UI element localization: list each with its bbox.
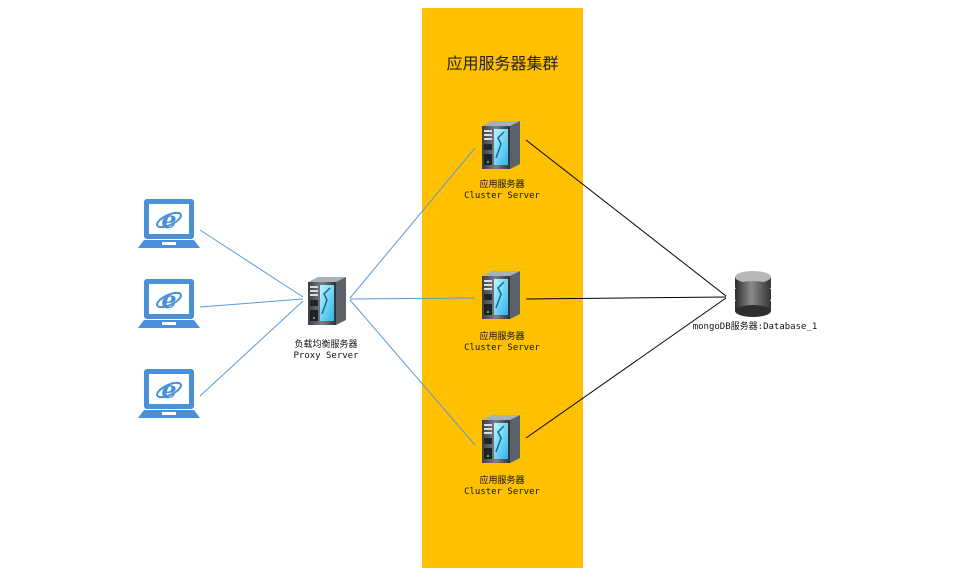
client-laptop-2[interactable] <box>138 276 200 336</box>
cluster-label-en: Cluster Server <box>464 487 540 497</box>
server-tower-icon <box>300 274 352 326</box>
server-tower-icon <box>474 268 526 320</box>
cluster-label-en: Cluster Server <box>464 191 540 201</box>
link-proxy-cluster2 <box>349 297 476 300</box>
ie-laptop-icon <box>138 196 200 256</box>
link-client2-proxy <box>199 298 304 308</box>
cluster-server-label-2: 应用服务器 Cluster Server <box>442 332 562 354</box>
cluster-server-node-3[interactable] <box>474 412 526 468</box>
proxy-server-node[interactable] <box>300 274 352 330</box>
link-proxy-cluster1 <box>349 147 476 299</box>
cluster-label-cn: 应用服务器 <box>479 332 525 342</box>
client-laptop-3[interactable] <box>138 366 200 426</box>
cluster-server-node-1[interactable] <box>474 118 526 174</box>
link-cluster3-db <box>525 297 727 439</box>
cluster-server-node-2[interactable] <box>474 268 526 324</box>
link-client3-proxy <box>199 300 304 397</box>
database-node[interactable] <box>728 266 778 322</box>
link-cluster2-db <box>525 296 727 300</box>
database-cylinder-icon <box>728 266 778 318</box>
cluster-server-label-3: 应用服务器 Cluster Server <box>442 476 562 498</box>
database-label: mongoDB服务器:Database_1 <box>692 322 818 332</box>
ie-laptop-icon <box>138 276 200 336</box>
proxy-label-cn: 负载均衡服务器 <box>294 340 358 350</box>
ie-laptop-icon <box>138 366 200 426</box>
cluster-label-cn: 应用服务器 <box>479 476 525 486</box>
proxy-server-label: 负载均衡服务器 Proxy Server <box>266 340 386 362</box>
cluster-label-cn: 应用服务器 <box>479 180 525 190</box>
link-client1-proxy <box>199 229 304 298</box>
link-cluster1-db <box>525 139 727 297</box>
cluster-server-label-1: 应用服务器 Cluster Server <box>442 180 562 202</box>
link-proxy-cluster3 <box>349 299 476 446</box>
cluster-title: 应用服务器集群 <box>446 54 559 73</box>
client-laptop-1[interactable] <box>138 196 200 256</box>
server-tower-icon <box>474 118 526 170</box>
cluster-label-en: Cluster Server <box>464 343 540 353</box>
server-tower-icon <box>474 412 526 464</box>
proxy-label-en: Proxy Server <box>293 351 359 361</box>
